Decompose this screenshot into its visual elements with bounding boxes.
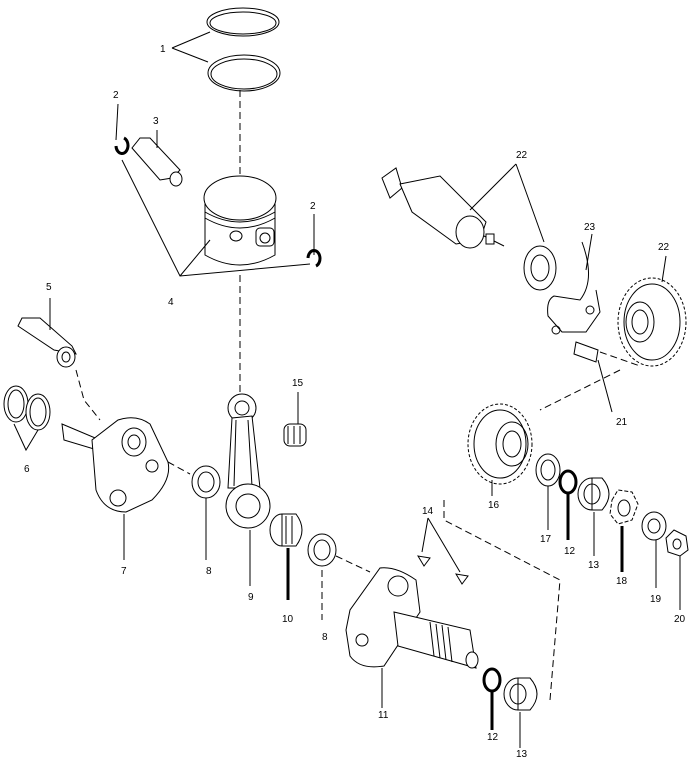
o-ring-upper[interactable] xyxy=(558,469,578,495)
piston-pin-clip-right[interactable] xyxy=(306,248,322,268)
starter-bearing[interactable] xyxy=(523,245,557,291)
piston-pin-clip-left[interactable] xyxy=(114,136,130,156)
callout-14: 14 xyxy=(422,506,434,517)
bracket-bolt[interactable] xyxy=(573,341,599,363)
woodruff-key-a[interactable] xyxy=(417,555,431,567)
piston-pin[interactable] xyxy=(131,137,183,187)
callout-22-starter: 22 xyxy=(516,150,528,161)
callout-2-left: 2 xyxy=(113,90,119,101)
callout-13-lower: 13 xyxy=(516,749,528,757)
leader-22b xyxy=(661,255,667,283)
leader-1 xyxy=(171,31,211,63)
starter-bracket-plate[interactable] xyxy=(547,241,601,335)
callout-6: 6 xyxy=(24,464,30,475)
callout-4: 4 xyxy=(168,297,174,308)
gear-shaft-boundary-line xyxy=(443,500,561,701)
leader-4 xyxy=(121,159,311,277)
thrust-washer-8-right[interactable] xyxy=(307,533,337,567)
crank-pin[interactable] xyxy=(17,317,77,368)
crankshaft-half-left[interactable] xyxy=(61,417,170,513)
connecting-rod[interactable] xyxy=(225,393,271,529)
callout-21: 21 xyxy=(616,417,628,428)
callout-3: 3 xyxy=(153,116,159,127)
callout-7: 7 xyxy=(121,566,127,577)
thrust-washer-left-b[interactable] xyxy=(25,393,51,431)
lock-washer[interactable] xyxy=(641,511,667,541)
callout-13-upper: 13 xyxy=(588,560,600,571)
callout-8-right: 8 xyxy=(322,632,328,643)
leader-6 xyxy=(13,423,39,452)
leader-22a xyxy=(469,163,545,243)
callout-16: 16 xyxy=(488,500,500,511)
callout-22-gear: 22 xyxy=(658,242,670,253)
lock-nut[interactable] xyxy=(609,489,639,525)
callout-18: 18 xyxy=(616,576,628,587)
piston-ring-lower[interactable] xyxy=(207,54,281,92)
callout-5: 5 xyxy=(46,282,52,293)
crank-pin-axis-line xyxy=(75,369,101,421)
crank-right-axis-line xyxy=(335,555,371,573)
callout-11: 11 xyxy=(378,710,389,721)
leader-21 xyxy=(597,359,613,413)
main-bearing-lower[interactable] xyxy=(503,677,538,711)
leader-2a xyxy=(115,103,119,141)
leader-14 xyxy=(421,517,461,573)
callout-10: 10 xyxy=(282,614,294,625)
piston[interactable] xyxy=(203,175,277,266)
callout-9: 9 xyxy=(248,592,254,603)
callout-17: 17 xyxy=(540,534,552,545)
piston-ring-upper[interactable] xyxy=(206,7,280,37)
callout-1: 1 xyxy=(160,44,166,55)
starter-drive-gear[interactable] xyxy=(617,277,687,367)
callout-2-right: 2 xyxy=(310,201,316,212)
main-bearing-upper[interactable] xyxy=(577,477,610,511)
o-ring-lower[interactable] xyxy=(482,667,502,693)
thrust-washer-8-left[interactable] xyxy=(191,465,221,499)
callout-8-left: 8 xyxy=(206,566,212,577)
starter-motor[interactable] xyxy=(381,167,505,249)
bolt-axis-line xyxy=(599,351,641,367)
callout-23: 23 xyxy=(584,222,596,233)
crank-left-axis-line xyxy=(167,461,191,475)
small-end-needle-bearing[interactable] xyxy=(283,423,307,447)
leader-23 xyxy=(585,233,593,271)
callout-12-upper: 12 xyxy=(564,546,576,557)
hex-nut[interactable] xyxy=(665,529,689,557)
thrust-washer-left-a[interactable] xyxy=(3,385,29,423)
woodruff-key-b[interactable] xyxy=(455,573,469,585)
big-end-needle-bearing[interactable] xyxy=(269,513,303,547)
crankshaft-half-right[interactable] xyxy=(345,567,479,669)
gear-link-line xyxy=(539,369,621,411)
callout-19: 19 xyxy=(650,594,662,605)
callout-20: 20 xyxy=(674,614,686,625)
crankshaft-gear[interactable] xyxy=(467,403,533,485)
callout-15: 15 xyxy=(292,378,304,389)
gear-washer[interactable] xyxy=(535,453,561,487)
callout-12-lower: 12 xyxy=(487,732,499,743)
